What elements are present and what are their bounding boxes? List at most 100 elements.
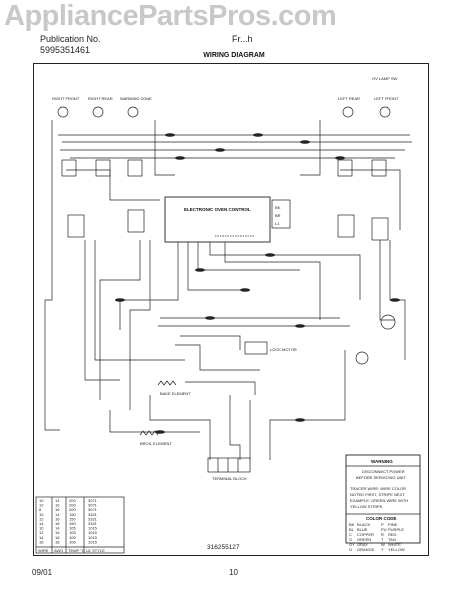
wire-table-cell: 14 bbox=[55, 498, 60, 503]
wire-table-cell: 150 bbox=[69, 512, 76, 517]
color-code-cell: TAN bbox=[388, 537, 396, 542]
wire-table-cell: 3321 bbox=[88, 516, 98, 521]
surface-unit-label: LEFT FRONT bbox=[374, 96, 399, 101]
surface-unit-icon bbox=[342, 106, 354, 118]
wire-table-cell: 1015 bbox=[88, 526, 98, 531]
broil-element-label: BROIL ELEMENT bbox=[140, 441, 172, 446]
color-code-cell: PURPLE bbox=[388, 527, 404, 532]
color-code-cell: PINK bbox=[388, 522, 398, 527]
wire-table-cell: 3071 bbox=[88, 507, 98, 512]
wire-table-cell: 18 bbox=[55, 521, 60, 526]
wire-table-cell: 14 bbox=[55, 512, 60, 517]
wire-table-cell: 105 bbox=[69, 535, 76, 540]
bake-element-label: BAKE ELEMENT bbox=[160, 391, 191, 396]
tracer-line: NOTED FIRST, STRIPE NEXT. bbox=[350, 492, 405, 497]
color-code-cell: YELLOW bbox=[388, 547, 405, 552]
footer-date: 09/01 bbox=[32, 568, 53, 577]
surface-unit-icon bbox=[379, 106, 391, 118]
color-code-cell: BLACK bbox=[357, 522, 370, 527]
wire-table-cell: 16 bbox=[55, 530, 60, 535]
wire-table-cell: 3071 bbox=[88, 503, 98, 508]
color-code-cell: Y bbox=[381, 547, 384, 552]
wire-table-cell: 12 bbox=[39, 530, 44, 535]
wire-table-cell: 1015 bbox=[88, 535, 98, 540]
wire-table-cell: 10 bbox=[39, 512, 44, 517]
wire-table-cell: 105 bbox=[69, 530, 76, 535]
tracer-line: TRACER WIRE: WIRE COLOR bbox=[350, 486, 406, 491]
wire-table-cell: 150 bbox=[69, 521, 76, 526]
wire-table-cell: 1015 bbox=[88, 539, 98, 544]
wire-table-cell: 200 bbox=[69, 498, 76, 503]
tracer-line: EXAMPLE: GREEN WIRE WITH bbox=[350, 498, 408, 503]
color-code-cell: O bbox=[349, 547, 352, 552]
color-code-cell: T bbox=[381, 537, 384, 542]
warning-title: WARNING bbox=[371, 459, 393, 464]
color-code-cell: BL bbox=[349, 527, 355, 532]
wire-table-cell: 3321 bbox=[88, 512, 98, 517]
terminal-label: BR bbox=[275, 213, 281, 218]
wire-table-cell: 16 bbox=[39, 539, 44, 544]
warning-line: DISCONNECT POWER bbox=[362, 469, 405, 474]
control-label: ELECTRONIC OVEN CONTROL bbox=[184, 207, 251, 212]
publication-number: 5995351461 bbox=[40, 45, 91, 55]
color-code-cell: W bbox=[381, 542, 385, 547]
color-code-cell: PU bbox=[381, 527, 387, 532]
color-code-cell: COPPER bbox=[357, 532, 374, 537]
wire-table-cell: 18 bbox=[55, 539, 60, 544]
color-code-cell: G bbox=[349, 537, 352, 542]
terminal-label: BK bbox=[275, 205, 281, 210]
surface-unit-label: LEFT REAR bbox=[338, 96, 360, 101]
diagram-title: WIRING DIAGRAM bbox=[203, 52, 265, 59]
surface-unit-label: RIGHT FRONT bbox=[52, 96, 80, 101]
wire-table-header: WIRE bbox=[38, 548, 49, 553]
wire-table-cell: 1015 bbox=[88, 530, 98, 535]
surface-unit-label: WARMING ZONE bbox=[120, 96, 152, 101]
color-code-cell: BK bbox=[349, 522, 355, 527]
lock-motor-label: LOCK MOTOR bbox=[270, 347, 297, 352]
surface-unit-label: RIGHT REAR bbox=[88, 96, 113, 101]
surface-unit-icon bbox=[92, 106, 104, 118]
wire-table-header: UL STYLE bbox=[86, 548, 105, 553]
diagram-frame bbox=[33, 63, 429, 556]
wire-table-cell: 200 bbox=[69, 503, 76, 508]
oven-lamp-label: OV LAMP SW bbox=[372, 76, 397, 81]
wire-table-cell: 12 bbox=[39, 503, 44, 508]
terminal-block-label: TERMINAL BLOCK bbox=[212, 476, 247, 481]
publication-label: Publication No. bbox=[40, 34, 101, 44]
color-code-cell: GREEN bbox=[357, 537, 371, 542]
color-code-cell: ORANGE bbox=[357, 547, 375, 552]
wire-table-header: TEMP °C bbox=[68, 548, 85, 553]
wire-table-cell: 16 bbox=[55, 516, 60, 521]
warning-line: BEFORE SERVICING UNIT. bbox=[356, 475, 407, 480]
terminal-label: L1 bbox=[275, 221, 280, 226]
part-number: 316255127 bbox=[207, 544, 240, 551]
wire-table-cell: 14 bbox=[55, 526, 60, 531]
wire-table-cell: 3071 bbox=[88, 498, 98, 503]
color-code-cell: BLUE bbox=[357, 527, 368, 532]
wire-table-cell: 14 bbox=[39, 535, 44, 540]
wire-table-header: AWG bbox=[54, 548, 63, 553]
wire-table-cell: 16 bbox=[55, 507, 60, 512]
wire-table-cell: 10 bbox=[39, 526, 44, 531]
surface-unit-icon bbox=[57, 106, 69, 118]
watermark: AppliancePartsPros.com bbox=[4, 0, 337, 32]
wire-table-cell: 10 bbox=[39, 498, 44, 503]
wire-table-cell: 105 bbox=[69, 539, 76, 544]
color-code-cell: GY bbox=[349, 542, 355, 547]
color-code-cell: WHITE bbox=[388, 542, 401, 547]
color-code-cell: GRAY bbox=[357, 542, 368, 547]
color-code-title: COLOR CODE bbox=[366, 516, 397, 521]
wire-table-cell: 16 bbox=[55, 503, 60, 508]
surface-unit-icon bbox=[127, 106, 139, 118]
wire-table-cell: 200 bbox=[69, 507, 76, 512]
wire-table-cell: 14 bbox=[39, 521, 44, 526]
wire-table-cell: 12 bbox=[39, 516, 44, 521]
color-code-cell: P bbox=[381, 522, 384, 527]
page-number: 10 bbox=[229, 568, 238, 577]
wire-table-cell: 3321 bbox=[88, 521, 98, 526]
model-label: Fr...h bbox=[232, 34, 253, 44]
wire-table-cell: 150 bbox=[69, 516, 76, 521]
color-code-cell: RED bbox=[388, 532, 397, 537]
color-code-cell: C bbox=[349, 532, 352, 537]
